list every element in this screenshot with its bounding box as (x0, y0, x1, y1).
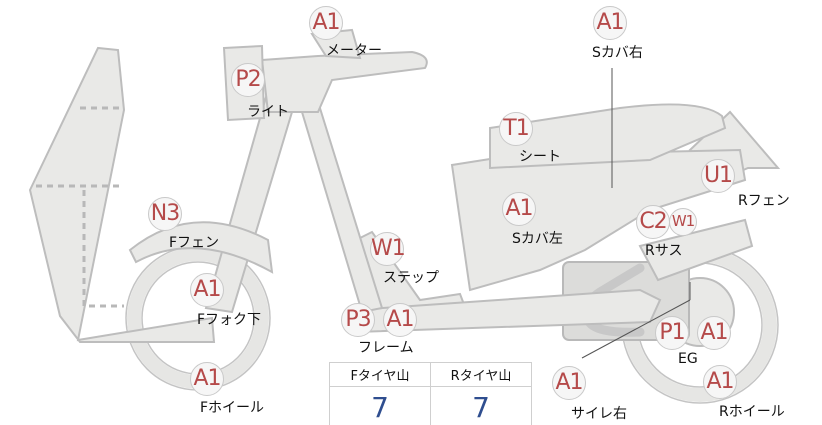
label-r-wheel: Rホイール (719, 404, 785, 420)
code-badge-light[interactable]: P2 (231, 63, 265, 97)
label-frame: フレーム (358, 340, 414, 356)
code-badge-f-fork-lower[interactable]: A1 (190, 273, 224, 307)
code-badge-r-suspension-2[interactable]: W1 (669, 208, 697, 236)
rear-suspension-shape (638, 218, 754, 282)
code-badge-engine[interactable]: P1 (655, 316, 689, 350)
tire-tread-table: Fタイヤ山 Rタイヤ山 7 7 (329, 362, 532, 425)
label-engine: EG (678, 351, 698, 367)
code-badge-r-fender[interactable]: U1 (701, 159, 735, 193)
code-badge-muffler-right[interactable]: A1 (552, 366, 586, 400)
code-badge-r-wheel[interactable]: A1 (703, 365, 737, 399)
label-f-wheel: Fホイール (200, 400, 265, 416)
code-badge-f-wheel[interactable]: A1 (190, 362, 224, 396)
label-f-fender: Fフェン (169, 235, 220, 251)
leader-muffler (581, 299, 691, 359)
panel-seam-low (82, 190, 124, 308)
label-s-cover-left: Sカバ左 (512, 231, 563, 247)
label-f-fork-lower: Fフォク下 (197, 312, 262, 328)
label-s-cover-right: Sカバ右 (592, 45, 643, 61)
label-seat: シート (519, 149, 561, 165)
code-badge-r-suspension[interactable]: C2 (636, 205, 670, 239)
front-tread-header: Fタイヤ山 (329, 362, 431, 387)
label-muffler-right: サイレ右 (571, 406, 627, 422)
label-r-fender: Rフェン (738, 193, 790, 209)
leg-shield-shape (28, 46, 216, 343)
code-badge-engine-2[interactable]: A1 (697, 316, 731, 350)
rear-tread-header: Rタイヤ山 (430, 362, 532, 387)
label-step: ステップ (383, 270, 439, 286)
code-badge-frame-2[interactable]: A1 (383, 303, 417, 337)
label-r-suspension: Rサス (645, 243, 683, 259)
label-light: ライト (247, 104, 289, 120)
seat-shape (489, 103, 727, 170)
front-tread-value[interactable]: 7 (329, 386, 431, 425)
code-badge-meter[interactable]: A1 (309, 6, 343, 40)
code-badge-frame[interactable]: P3 (341, 303, 375, 337)
label-meter: メーター (326, 43, 382, 59)
code-badge-s-cover-right[interactable]: A1 (593, 6, 627, 40)
side-cover-shape (450, 148, 747, 292)
code-badge-f-fender[interactable]: N3 (148, 197, 182, 231)
code-badge-s-cover-left[interactable]: A1 (502, 192, 536, 226)
code-badge-step[interactable]: W1 (370, 232, 406, 266)
handlebar-shape (260, 50, 428, 113)
code-badge-seat[interactable]: T1 (499, 112, 533, 146)
rear-tread-value[interactable]: 7 (430, 386, 532, 425)
